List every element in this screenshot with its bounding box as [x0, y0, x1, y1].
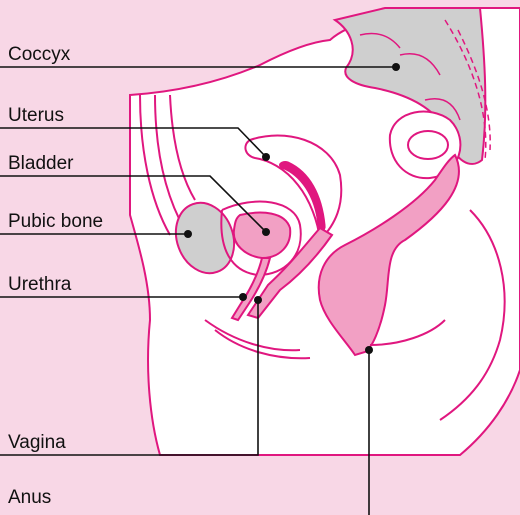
pointer-dot-vagina — [254, 296, 262, 304]
label-uterus: Uterus — [8, 105, 64, 127]
pointer-dot-pubic-bone — [184, 230, 192, 238]
label-coccyx: Coccyx — [8, 44, 70, 66]
label-vagina: Vagina — [8, 432, 66, 454]
bowel-loop-inner — [408, 131, 448, 159]
label-urethra: Urethra — [8, 274, 71, 296]
pointer-dot-bladder — [262, 228, 270, 236]
pointer-dot-coccyx — [392, 63, 400, 71]
label-bladder: Bladder — [8, 153, 74, 175]
label-anus: Anus — [8, 487, 51, 509]
pointer-dot-anus — [365, 346, 373, 354]
pointer-dot-uterus — [262, 153, 270, 161]
pointer-dot-urethra — [239, 293, 247, 301]
label-pubic-bone: Pubic bone — [8, 211, 103, 233]
